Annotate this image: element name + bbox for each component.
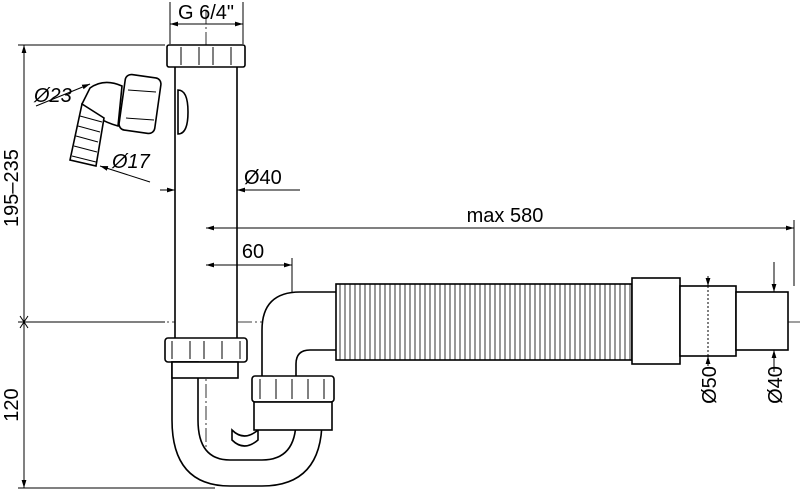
thread-label: G 6/4" (178, 2, 234, 24)
corrugated-hose (335, 283, 633, 361)
outlet-d23-label: Ø23 (33, 85, 72, 107)
end-d40-label: Ø40 (765, 366, 787, 404)
max-length-label: max 580 (467, 205, 544, 227)
height-bottom-label: 120 (1, 388, 23, 421)
outlet-d17-label: Ø17 (111, 151, 151, 173)
height-top-label: 195–235 (1, 149, 23, 227)
vertical-pipe (164, 44, 248, 363)
elbow-riser (251, 291, 341, 431)
side-outlet-connector (69, 73, 189, 167)
outlet-dimension-lines (35, 83, 151, 183)
end-fittings (631, 262, 789, 372)
thread-dimension (169, 2, 244, 44)
offset-label: 60 (242, 241, 264, 263)
end-d50-label: Ø50 (699, 366, 721, 404)
max-length-dimension (206, 220, 795, 286)
pipe-d40-label: Ø40 (244, 167, 282, 189)
